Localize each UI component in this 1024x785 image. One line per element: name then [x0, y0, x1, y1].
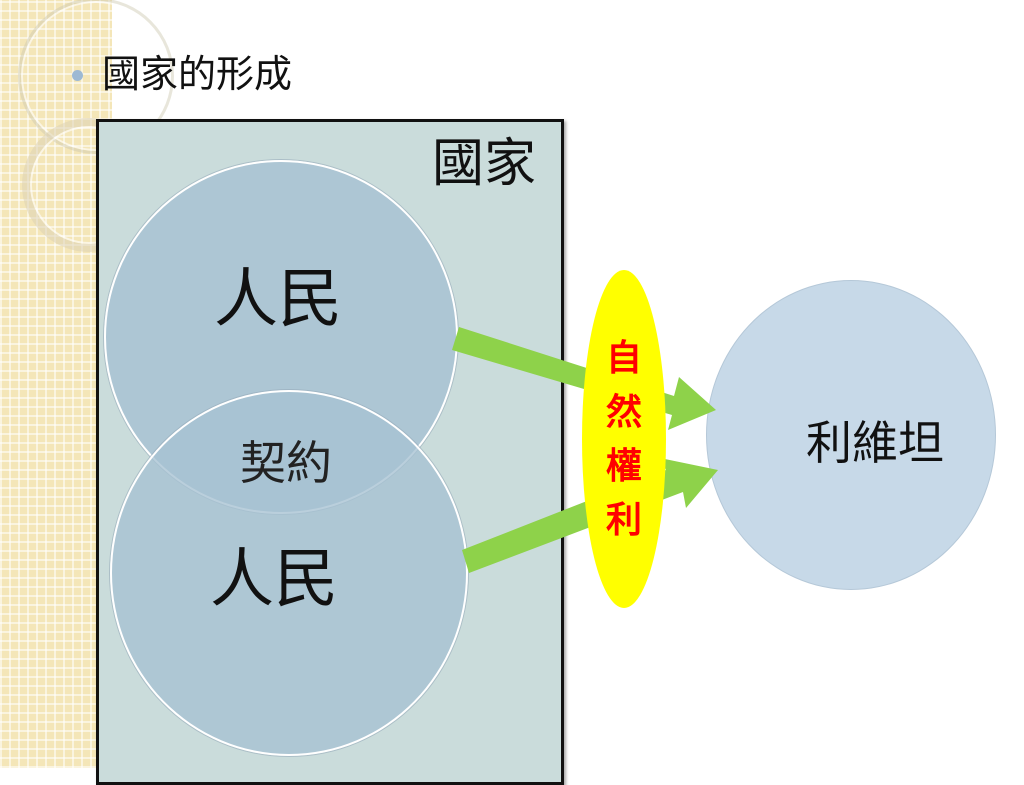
bullet-icon: [72, 70, 83, 81]
people-label-top: 人民: [214, 263, 342, 337]
arrows-layer: [452, 327, 718, 573]
people-label-bottom: 人民: [210, 543, 338, 617]
leviathan-circle: [706, 280, 996, 590]
contract-label: 契約: [240, 436, 332, 490]
leviathan-label: 利維坦: [806, 416, 944, 470]
people-circle-bottom: [110, 390, 468, 756]
natural-rights-label: 自然權利: [605, 338, 642, 541]
natural-rights-ellipse: [582, 270, 666, 608]
slide-title: 國家的形成: [102, 52, 293, 96]
state-label: 國家: [432, 134, 537, 194]
